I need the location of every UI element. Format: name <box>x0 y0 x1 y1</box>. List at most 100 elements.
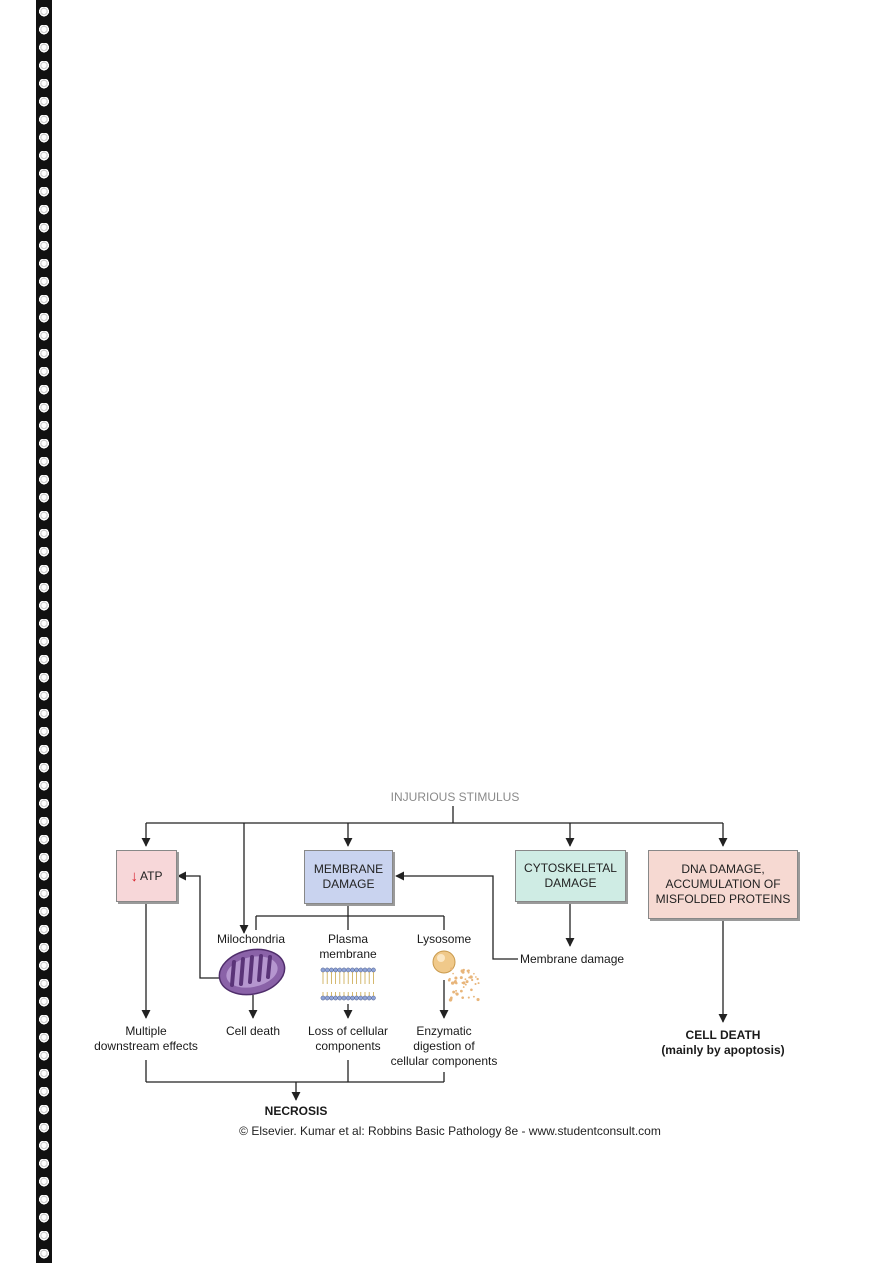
dna-line2: ACCUMULATION OF <box>665 877 781 891</box>
enzymatic-digestion-label: Enzymatic digestion of cellular componen… <box>384 1024 504 1069</box>
border-ornament-icon <box>39 313 49 324</box>
lysosome-label: Lysosome <box>416 932 472 946</box>
border-ornament-icon <box>39 1231 49 1242</box>
plasma-membrane-label: Plasma membrane <box>308 932 388 962</box>
cytoskeletal-line1: CYTOSKELETAL <box>524 861 617 875</box>
border-ornament-icon <box>39 619 49 630</box>
border-ornament-icon <box>39 961 49 972</box>
border-ornament-icon <box>39 403 49 414</box>
dna-line1: DNA DAMAGE, <box>681 862 765 876</box>
border-ornament-icon <box>39 1159 49 1170</box>
border-ornament-icon <box>39 1249 49 1260</box>
border-ornament-icon <box>39 997 49 1008</box>
plasma-label-line2: membrane <box>319 947 377 961</box>
border-ornament-icon <box>39 187 49 198</box>
border-ornament-icon <box>39 115 49 126</box>
border-ornament-icon <box>39 223 49 234</box>
border-ornament-icon <box>39 1051 49 1062</box>
enzymatic-line2: digestion of <box>413 1039 475 1053</box>
border-ornament-icon <box>39 511 49 522</box>
loss-line2: components <box>315 1039 381 1053</box>
border-ornament-icon <box>39 925 49 936</box>
border-ornament-icon <box>39 871 49 882</box>
border-ornament-icon <box>39 25 49 36</box>
border-ornament-icon <box>39 349 49 360</box>
plasma-membrane-bilayer-icon <box>320 967 376 1001</box>
border-ornament-icon <box>39 817 49 828</box>
border-ornament-icon <box>39 979 49 990</box>
border-ornament-icon <box>39 889 49 900</box>
border-ornament-icon <box>39 547 49 558</box>
cytoskeletal-damage-box: CYTOSKELETAL DAMAGE <box>515 850 626 902</box>
plasma-label-line1: Plasma <box>327 932 368 946</box>
border-ornament-icon <box>39 493 49 504</box>
apoptosis-line2: (mainly by apoptosis) <box>661 1043 785 1057</box>
necrosis-label: NECROSIS <box>264 1104 328 1118</box>
border-ornament-icon <box>39 1123 49 1134</box>
border-ornament-icon <box>39 295 49 306</box>
border-ornament-icon <box>39 1015 49 1026</box>
multiple-effects-label: Multiple downstream effects <box>86 1024 206 1054</box>
border-ornament-icon <box>39 7 49 18</box>
border-ornament-icon <box>39 853 49 864</box>
border-ornament-icon <box>39 259 49 270</box>
border-ornament-icon <box>39 907 49 918</box>
border-ornament-icon <box>39 637 49 648</box>
border-ornament-icon <box>39 331 49 342</box>
border-ornament-icon <box>39 385 49 396</box>
border-ornament-icon <box>39 943 49 954</box>
mitochondria-icon <box>218 948 286 996</box>
border-ornament-icon <box>39 1069 49 1080</box>
border-ornament-icon <box>39 799 49 810</box>
border-ornament-icon <box>39 763 49 774</box>
decorative-border <box>36 0 52 1263</box>
border-ornament-icon <box>39 439 49 450</box>
dna-line3: MISFOLDED PROTEINS <box>655 892 791 906</box>
enzymatic-line3: cellular components <box>390 1054 498 1068</box>
multiple-line2: downstream effects <box>94 1039 198 1053</box>
border-ornament-icon <box>39 133 49 144</box>
border-ornament-icon <box>39 457 49 468</box>
membrane-damage-line2: DAMAGE <box>322 877 375 891</box>
border-ornament-icon <box>39 241 49 252</box>
injurious-stimulus-label: INJURIOUS STIMULUS <box>390 790 520 804</box>
border-ornament-icon <box>39 421 49 432</box>
border-ornament-icon <box>39 1177 49 1188</box>
atp-box: ↓ ATP <box>116 850 177 902</box>
border-ornament-icon <box>39 601 49 612</box>
border-ornament-icon <box>39 1213 49 1224</box>
border-ornament-icon <box>39 745 49 756</box>
membrane-damage-line1: MEMBRANE <box>313 862 384 876</box>
mitochondria-label: Milochondria <box>216 932 286 946</box>
cell-death-label: Cell death <box>225 1024 281 1038</box>
border-ornament-icon <box>39 475 49 486</box>
border-ornament-icon <box>39 367 49 378</box>
border-ornament-icon <box>39 1033 49 1044</box>
border-ornament-icon <box>39 1195 49 1206</box>
border-ornament-icon <box>39 43 49 54</box>
border-ornament-icon <box>39 673 49 684</box>
border-ornament-icon <box>39 781 49 792</box>
border-ornament-icon <box>39 655 49 666</box>
dna-damage-box: DNA DAMAGE, ACCUMULATION OF MISFOLDED PR… <box>648 850 798 919</box>
border-ornament-icon <box>39 835 49 846</box>
border-ornament-icon <box>39 205 49 216</box>
enzymatic-line1: Enzymatic <box>416 1024 472 1038</box>
border-ornament-icon <box>39 277 49 288</box>
lysosome-icon <box>432 950 480 1002</box>
border-ornament-icon <box>39 529 49 540</box>
membrane-damage-outcome: Membrane damage <box>520 952 625 966</box>
down-arrow-icon: ↓ <box>130 867 139 885</box>
copyright-credit: © Elsevier. Kumar et al: Robbins Basic P… <box>239 1124 661 1138</box>
border-ornament-icon <box>39 1141 49 1152</box>
border-ornament-icon <box>39 583 49 594</box>
multiple-line1: Multiple <box>125 1024 167 1038</box>
border-ornament-icon <box>39 709 49 720</box>
border-ornament-icon <box>39 691 49 702</box>
apoptosis-line1: CELL DEATH <box>685 1028 761 1042</box>
cell-death-apoptosis-label: CELL DEATH (mainly by apoptosis) <box>653 1028 793 1058</box>
membrane-damage-box: MEMBRANE DAMAGE <box>304 850 393 904</box>
border-ornament-icon <box>39 727 49 738</box>
atp-label: ATP <box>140 868 163 883</box>
